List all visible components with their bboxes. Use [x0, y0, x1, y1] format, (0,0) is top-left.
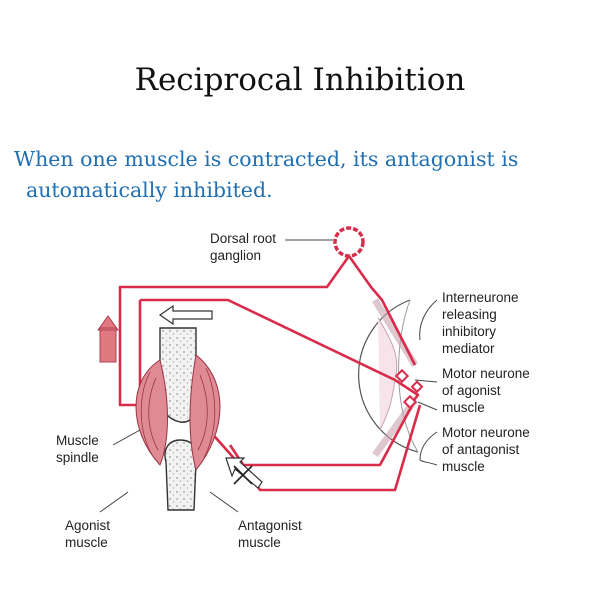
label-agonist-muscle: Agonist muscle: [65, 518, 114, 550]
label-dorsal-root-ganglion: Dorsal root ganglion: [210, 231, 280, 263]
slide-title: Reciprocal Inhibition: [134, 62, 466, 98]
slide-subtitle: When one muscle is contracted, its antag…: [14, 144, 594, 206]
agonist-motor-fiber: [199, 399, 417, 467]
subtitle-line-2: automatically inhibited.: [26, 178, 273, 202]
spinal-cord: [358, 298, 419, 458]
contraction-arrow-icon: [97, 315, 119, 363]
agonist-muscle-shape: [135, 359, 168, 466]
sensory-signal-arrow-icon: [158, 304, 213, 326]
antagonist-motor-fiber: [228, 404, 422, 492]
dorsal-root-ganglion: [333, 226, 365, 258]
label-interneurone: Interneurone releasing inhibitory mediat…: [442, 290, 522, 356]
antagonist-muscle-shape: [189, 354, 221, 472]
block-x-icon: [233, 465, 253, 485]
label-motor-neurone-agonist: Motor neurone of agonist muscle: [442, 366, 534, 415]
subtitle-line-1: When one muscle is contracted, its antag…: [14, 147, 519, 171]
synapse-nodes: [394, 368, 424, 410]
label-muscle-spindle: Muscle spindle: [56, 433, 103, 465]
muscle-fibers: [140, 367, 216, 459]
label-leaders: [99, 299, 438, 513]
label-antagonist-muscle: Antagonist muscle: [238, 518, 306, 550]
label-motor-neurone-antagonist: Motor neurone of antagonist muscle: [442, 425, 534, 474]
